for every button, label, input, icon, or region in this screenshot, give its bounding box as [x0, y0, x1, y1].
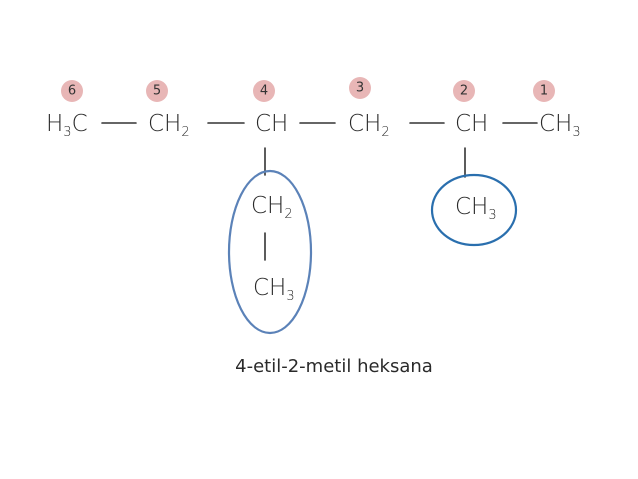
methyl-ch3: CH3	[455, 194, 497, 223]
carbon-number-5: 5	[153, 84, 161, 99]
group-c1: CH3	[539, 111, 581, 140]
group-c4: CH	[255, 111, 288, 137]
carbon-number-badge-2: 2	[453, 80, 475, 102]
ethyl-group-highlight-ring	[227, 169, 313, 335]
carbon-number-badge-6: 6	[61, 80, 83, 102]
group-c3: CH2	[348, 111, 390, 140]
carbon-number-3: 3	[356, 81, 364, 96]
carbon-number-4: 4	[260, 84, 268, 99]
carbon-number-2: 2	[460, 84, 468, 99]
ethyl-ch3: CH3	[253, 275, 295, 304]
group-c6: H3C	[46, 111, 88, 140]
group-c5: CH2	[148, 111, 190, 140]
carbon-number-badge-4: 4	[253, 80, 275, 102]
ethyl-ch2: CH2	[251, 193, 293, 222]
carbon-number-badge-1: 1	[533, 80, 555, 102]
carbon-number-badge-3: 3	[349, 77, 371, 99]
carbon-number-badge-5: 5	[146, 80, 168, 102]
carbon-number-1: 1	[540, 84, 548, 99]
compound-name: 4-etil-2-metil heksana	[235, 356, 433, 377]
group-c2: CH	[455, 111, 488, 137]
methyl-group-highlight-ring	[430, 173, 518, 247]
carbon-number-6: 6	[68, 84, 76, 99]
